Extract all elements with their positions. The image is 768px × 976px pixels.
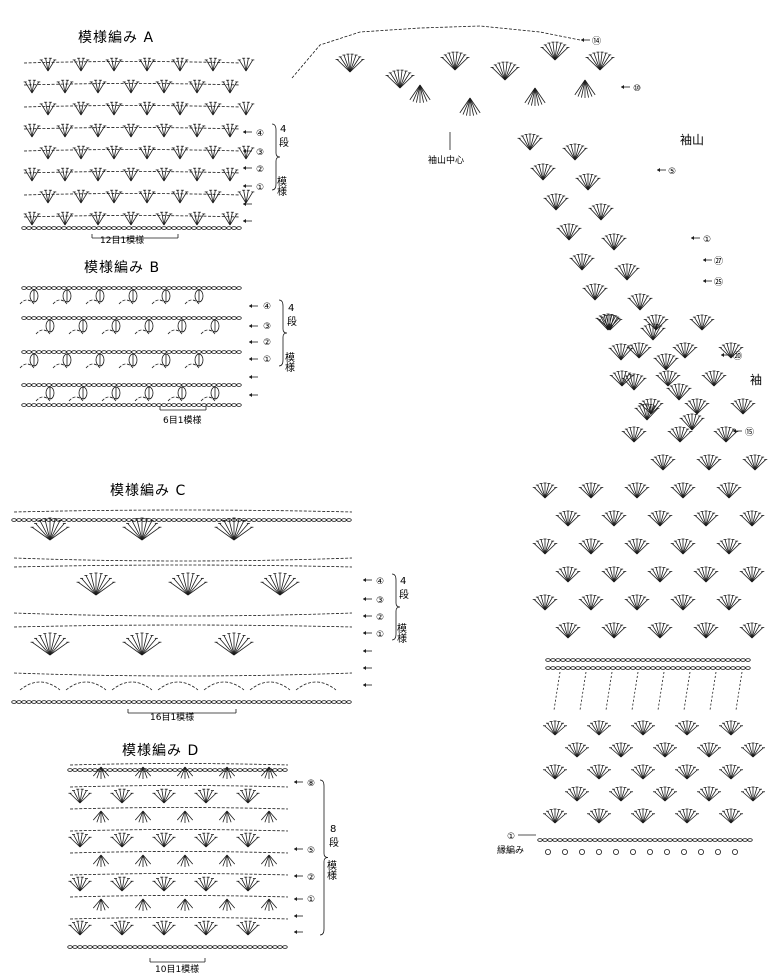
chart-c-row-1: ①: [376, 630, 384, 640]
sleeve-cap-label: 袖山: [680, 132, 704, 147]
chart-c-row-2: ②: [376, 613, 384, 623]
sleeve-row-27: ㉗: [714, 256, 723, 267]
chart-b-row-3: ③: [263, 322, 271, 332]
sleeve-row-20: ⑳: [733, 351, 742, 362]
chart-a-row-4: ④: [256, 129, 264, 139]
sleeve-cap-center-label: 袖山中心: [428, 154, 464, 166]
chart-c-repeat-unit: 段: [399, 588, 409, 601]
sleeve-row-10: ⑩: [633, 84, 641, 94]
sleeve-edge-row: ①: [507, 832, 515, 842]
chart-c-title: 模様編み C: [110, 483, 186, 499]
chart-d-symbols: [67, 763, 329, 963]
chart-a-row-2: ②: [256, 165, 264, 175]
chart-a-repeat-unit: 段: [279, 136, 289, 149]
chart-d-repeat-unit: 段: [329, 836, 339, 849]
row-markers: [518, 38, 742, 836]
chart-b-repeat-unit: 段: [287, 315, 297, 328]
chart-b-repeat-label: 6目1模様: [163, 414, 201, 426]
chart-a-repeat-count: 4: [280, 124, 286, 135]
chart-d-repeat-count: 8: [330, 824, 336, 835]
sleeve-edge-label: 縁編み: [497, 844, 524, 856]
chart-a-symbols: [21, 57, 281, 239]
chart-a-row-1: ①: [256, 183, 264, 193]
chart-c-symbols: [11, 509, 401, 714]
chart-c-repeat-count: 4: [400, 576, 406, 587]
chart-b-repeat-pattern: 模様: [283, 352, 295, 372]
sleeve-row-15: ⑮: [745, 427, 754, 438]
chart-d-repeat-label: 10目1模様: [155, 963, 199, 975]
chart-d-row-1: ①: [307, 895, 315, 905]
chart-b-row-4: ④: [263, 302, 271, 312]
sleeve-row-5: ⑤: [668, 167, 676, 177]
chart-d-row-5: ⑤: [307, 846, 315, 856]
chart-d-title: 模様編み D: [122, 743, 199, 759]
chart-b-repeat-count: 4: [288, 303, 294, 314]
chart-c-repeat-label: 16目1模様: [150, 711, 194, 723]
chart-d-row-8: ⑧: [307, 779, 315, 789]
chart-c-row-3: ③: [376, 596, 384, 606]
sleeve-row-14: ⑭: [592, 36, 601, 47]
sleeve-row-1: ①: [703, 235, 711, 245]
chart-c-repeat-pattern: 模様: [395, 623, 407, 643]
chart-b-row-2: ②: [263, 338, 271, 348]
chart-b-title: 模様編み B: [84, 260, 160, 276]
chart-a-row-3: ③: [256, 148, 264, 158]
chart-d-row-2: ②: [307, 873, 315, 883]
chart-d-repeat-pattern: 模様: [325, 860, 337, 880]
chart-a-repeat-label: 12目1模様: [100, 234, 144, 246]
chart-c-row-4: ④: [376, 577, 384, 587]
chart-b-symbols: [19, 286, 288, 411]
chart-a-title: 模様編み A: [78, 30, 154, 46]
sleeve-side-label: 袖: [750, 372, 762, 387]
sleeve-chart-symbols: [291, 25, 768, 856]
sleeve-row-25: ㉕: [714, 277, 723, 288]
chart-a-repeat-pattern: 模様: [275, 176, 287, 196]
chart-b-row-1: ①: [263, 355, 271, 365]
